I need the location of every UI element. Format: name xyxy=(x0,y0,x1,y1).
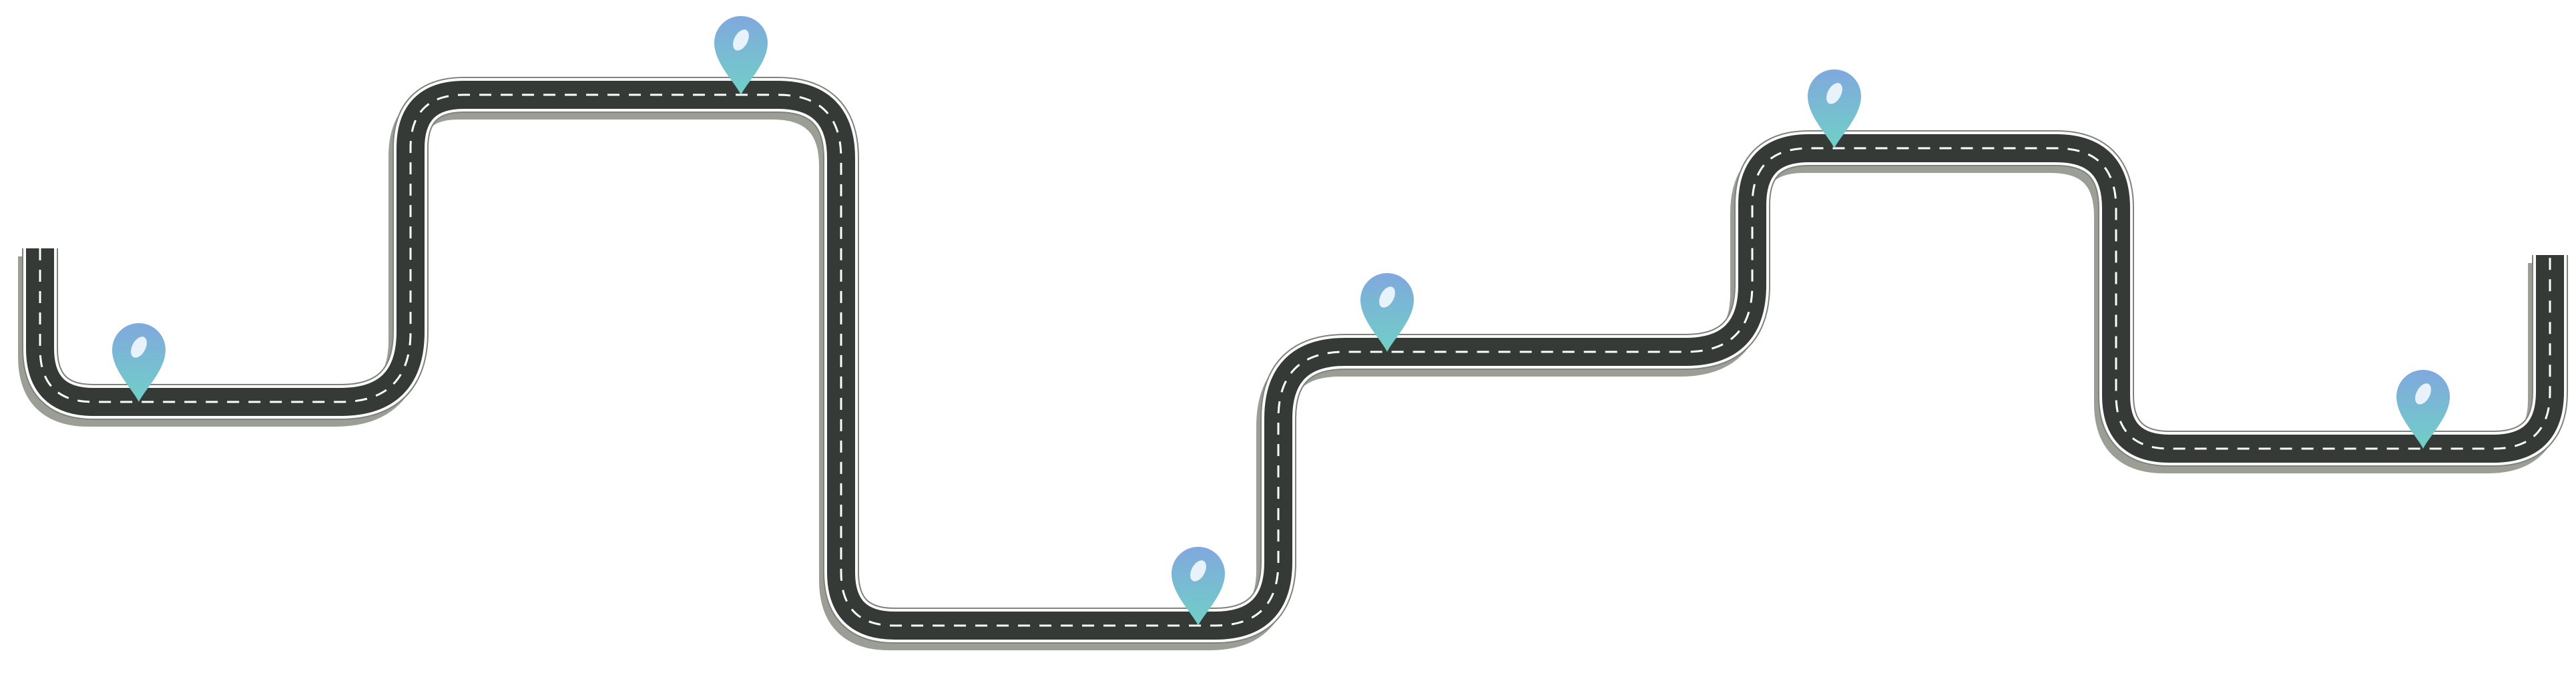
pin-hole xyxy=(2415,383,2431,405)
pin-body xyxy=(1172,547,1225,626)
lane-dashes xyxy=(39,93,2551,627)
map-pin-icon xyxy=(1808,69,1861,148)
pin-hole xyxy=(733,29,749,51)
map-pin-icon xyxy=(714,16,768,95)
map-pin-icon xyxy=(1172,547,1225,626)
pin-body xyxy=(112,323,166,402)
pin-hole xyxy=(1826,83,1842,104)
map-pin-icon xyxy=(2396,370,2450,449)
map-pin-markers xyxy=(112,16,2450,626)
pin-hole xyxy=(1379,286,1395,308)
pin-hole xyxy=(131,336,147,358)
pin-body xyxy=(1360,273,1414,352)
map-pin-icon xyxy=(112,323,166,402)
pin-body xyxy=(2396,370,2450,449)
road-lane-markings xyxy=(39,93,2551,627)
pin-body xyxy=(714,16,768,95)
pin-body xyxy=(1808,69,1861,148)
map-pin-icon xyxy=(1360,273,1414,352)
winding-road xyxy=(22,77,2568,644)
pin-hole xyxy=(1190,560,1206,582)
